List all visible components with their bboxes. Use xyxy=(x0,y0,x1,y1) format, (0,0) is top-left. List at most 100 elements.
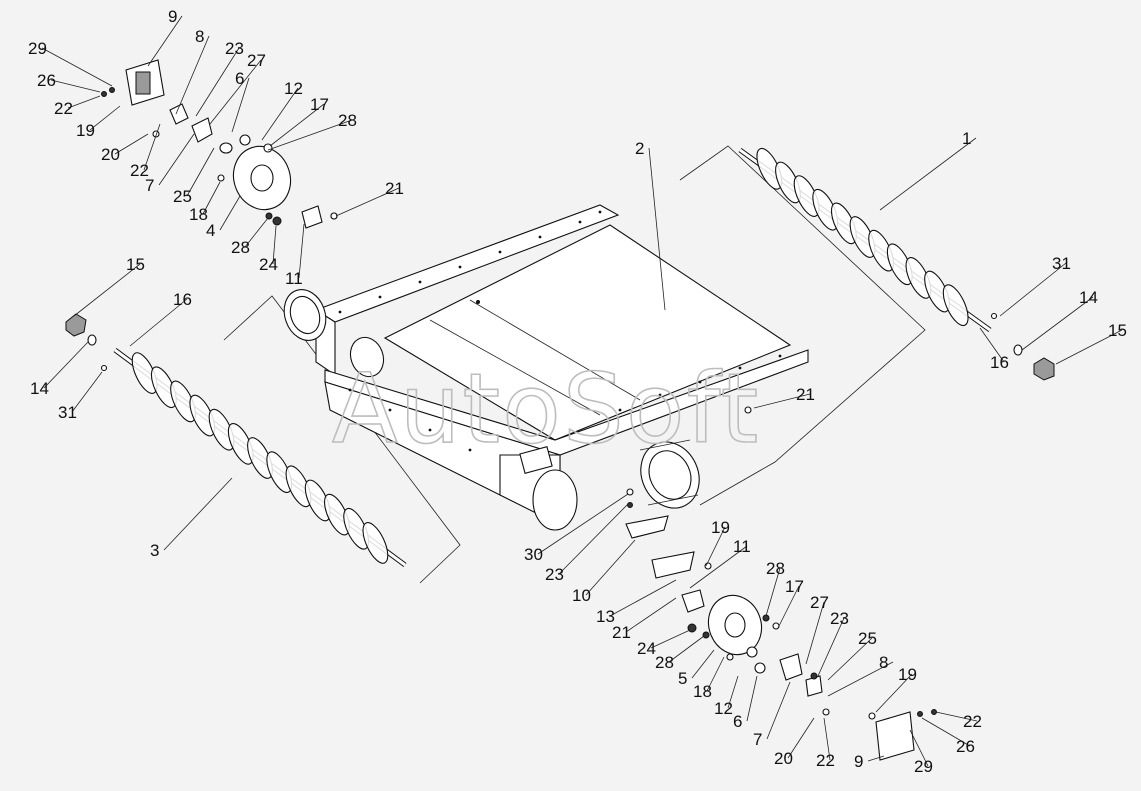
callout-31: 31 xyxy=(1052,254,1071,273)
leader-line-12 xyxy=(727,675,739,709)
leader-line-23 xyxy=(195,47,240,117)
leader-line-13 xyxy=(609,579,677,617)
callout-27: 27 xyxy=(810,593,829,612)
leader-line-19 xyxy=(875,673,913,713)
leader-line-27 xyxy=(805,601,825,665)
leader-line-7 xyxy=(158,133,195,186)
leader-line-21 xyxy=(625,597,677,633)
callout-2: 2 xyxy=(635,139,644,158)
auger-3-flight xyxy=(362,522,389,564)
callout-30: 30 xyxy=(524,545,543,564)
callout-25: 25 xyxy=(173,187,192,206)
callout-27: 27 xyxy=(247,51,266,70)
callout-31: 31 xyxy=(58,403,77,422)
callout-23: 23 xyxy=(545,565,564,584)
leader-line-15 xyxy=(1055,329,1123,365)
leader-line-30 xyxy=(537,493,629,555)
leader-line-6 xyxy=(231,77,250,133)
leader-line-23 xyxy=(558,503,629,575)
leader-line-23 xyxy=(817,617,845,677)
callout-18: 18 xyxy=(189,205,208,224)
leader-line-8 xyxy=(175,35,210,115)
callout-22: 22 xyxy=(54,99,73,118)
leader-line-19 xyxy=(705,526,726,567)
callout-28: 28 xyxy=(231,238,250,257)
leader-line-21 xyxy=(335,187,400,217)
leader-line-28 xyxy=(244,217,269,248)
callout-8: 8 xyxy=(879,653,888,672)
callout-26: 26 xyxy=(37,71,56,90)
leader-line-26 xyxy=(50,79,101,93)
callout-20: 20 xyxy=(101,145,120,164)
callout-8: 8 xyxy=(195,27,204,46)
leader-line-4 xyxy=(219,195,241,231)
callout-14: 14 xyxy=(1079,288,1098,307)
callout-22: 22 xyxy=(816,751,835,770)
leader-line-31 xyxy=(999,262,1067,317)
leader-line-22 xyxy=(143,123,161,171)
callout-24: 24 xyxy=(259,255,278,274)
callout-16: 16 xyxy=(173,290,192,309)
bearing-assembly-lower xyxy=(330,212,937,761)
leader-line-1 xyxy=(879,137,977,211)
leader-line-31 xyxy=(71,371,103,413)
callout-4: 4 xyxy=(206,221,215,240)
callout-7: 7 xyxy=(145,176,154,195)
callout-25: 25 xyxy=(858,629,877,648)
leader-line-27 xyxy=(209,59,262,125)
leader-line-16 xyxy=(979,327,1005,363)
leader-line-24 xyxy=(650,629,691,649)
leader-line-14 xyxy=(1021,296,1094,351)
callout-23: 23 xyxy=(225,39,244,58)
callout-13: 13 xyxy=(596,607,615,626)
leader-line-29 xyxy=(909,729,929,767)
callout-29: 29 xyxy=(914,757,933,776)
leader-line-24 xyxy=(272,225,277,265)
callout-6: 6 xyxy=(235,69,244,88)
leader-line-9 xyxy=(867,755,885,762)
leader-line-22 xyxy=(67,95,101,109)
leader-line-18 xyxy=(202,181,221,215)
leader-line-12 xyxy=(261,87,299,141)
callout-15: 15 xyxy=(126,255,145,274)
leader-line-16 xyxy=(129,298,188,347)
leader-line-14 xyxy=(43,341,89,389)
callout-14: 14 xyxy=(30,379,49,398)
leader-line-26 xyxy=(921,717,971,747)
callout-9: 9 xyxy=(854,752,863,771)
leader-lines xyxy=(41,15,1123,767)
callout-12: 12 xyxy=(714,699,733,718)
auger-3-flights xyxy=(131,352,389,564)
callout-22: 22 xyxy=(963,712,982,731)
leader-line-10 xyxy=(585,539,636,596)
leader-line-28 xyxy=(267,119,353,151)
callout-1: 1 xyxy=(962,129,971,148)
callout-29: 29 xyxy=(28,39,47,58)
callout-20: 20 xyxy=(774,749,793,768)
callout-17: 17 xyxy=(785,577,804,596)
leader-line-25 xyxy=(186,147,215,197)
leader-line-6 xyxy=(746,675,758,722)
callout-15: 15 xyxy=(1108,321,1127,340)
callout-11: 11 xyxy=(285,269,303,288)
auger-1-flight xyxy=(942,284,969,327)
leader-line-7 xyxy=(766,681,791,740)
leader-line-28 xyxy=(765,567,781,617)
auger-1-flights xyxy=(756,147,969,327)
callout-28: 28 xyxy=(655,653,674,672)
leader-line-21 xyxy=(753,393,811,409)
leader-line-22 xyxy=(935,711,978,722)
leader-line-22 xyxy=(823,717,831,761)
callout-16: 16 xyxy=(990,353,1009,372)
housing xyxy=(283,204,809,531)
callout-23: 23 xyxy=(830,609,849,628)
callout-19: 19 xyxy=(76,121,95,140)
callout-17: 17 xyxy=(310,95,329,114)
leader-line-11 xyxy=(689,545,748,589)
leader-line-20 xyxy=(114,133,149,155)
callout-10: 10 xyxy=(572,586,591,605)
leader-line-9 xyxy=(147,15,183,67)
callout-28: 28 xyxy=(338,111,357,130)
